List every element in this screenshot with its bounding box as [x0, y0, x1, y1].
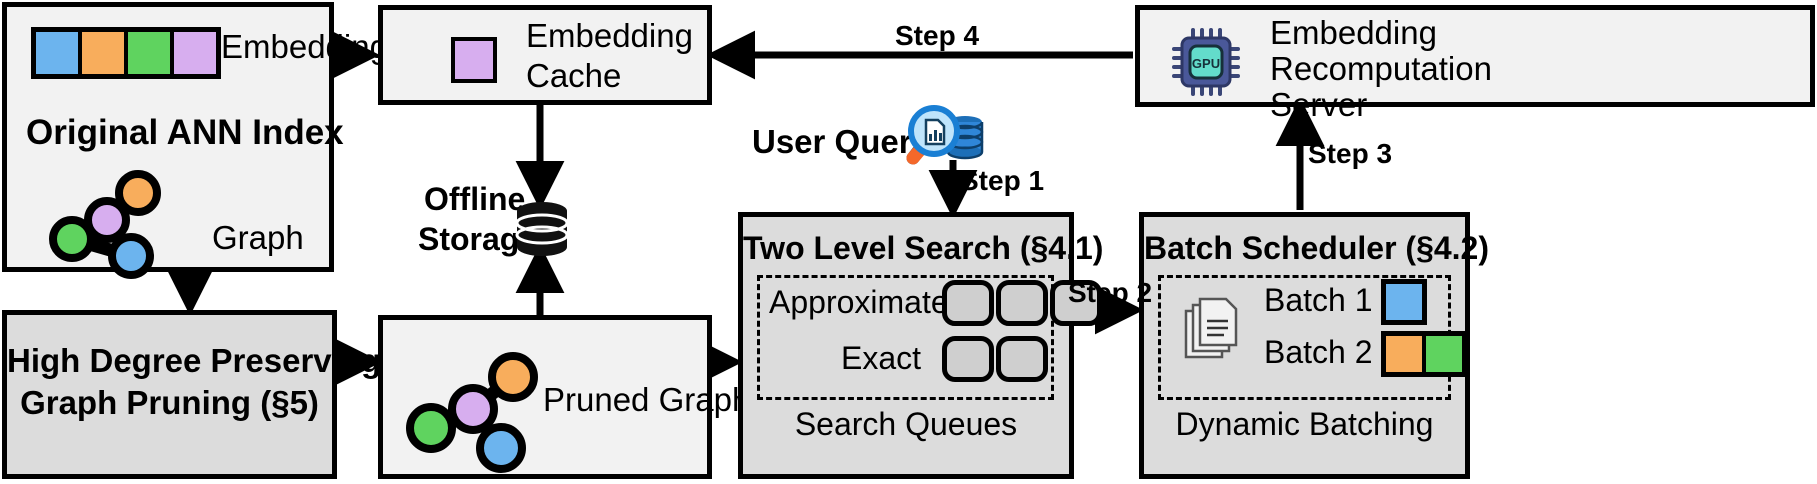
two-level-search-box: Two Level Search (§4.1) Approximate Exac…: [738, 212, 1104, 479]
batch-item-orange: [1386, 336, 1426, 372]
recomputation-server-box: GPU Embedding Recomputation Server: [1135, 5, 1815, 123]
two-level-search-title: Two Level Search (§4.1): [743, 230, 1104, 266]
batch-item-green: [1426, 336, 1462, 372]
graph-label: Graph: [212, 219, 304, 256]
embedding-cell-green: [128, 32, 174, 74]
recomputation-server-line2: Recomputation: [1270, 50, 1492, 87]
embedding-cache-box: Embedding Cache: [378, 5, 712, 105]
embedding-cell-purple: [174, 32, 216, 74]
batch-item-blue: [1386, 284, 1422, 320]
offline-storage-line2: Storage: [418, 221, 538, 257]
batch2-items: [1381, 331, 1467, 377]
pruned-graph-box: Pruned Graph: [378, 315, 750, 479]
gpu-icon: GPU: [1172, 28, 1240, 96]
pruned-graph-label: Pruned Graph: [543, 381, 751, 418]
embedding-cache-line2: Cache: [526, 57, 622, 94]
batch-scheduler-title: Batch Scheduler (§4.2): [1144, 230, 1489, 266]
recomputation-server-line1: Embedding: [1270, 14, 1437, 51]
offline-storage-line1: Offline: [424, 181, 526, 217]
embedding-cache-swatch: [451, 37, 497, 83]
queue-cell[interactable]: [942, 280, 994, 326]
original-ann-index-title: Original ANN Index: [26, 113, 344, 152]
batch2-label: Batch 2: [1264, 334, 1373, 370]
user-query-label: User Query: [752, 123, 930, 160]
graph-pruning-line1: High Degree Preserving: [7, 342, 382, 379]
batch1-items: [1381, 279, 1427, 325]
embedding-vector-icon: [31, 27, 221, 79]
graph-pruning-line2: Graph Pruning (§5): [20, 384, 319, 421]
approximate-queue-cells: [942, 280, 1102, 326]
embedding-cache-line1: Embedding: [526, 17, 693, 54]
svg-text:GPU: GPU: [1192, 56, 1220, 71]
graph-pruning-box: High Degree Preserving Graph Pruning (§5…: [2, 310, 382, 479]
embedding-label: Embedding: [221, 28, 388, 65]
search-queues-footer: Search Queues: [794, 406, 1018, 442]
batch1-label: Batch 1: [1264, 282, 1373, 318]
batch-scheduler-box: Batch Scheduler (§4.2) Batch 1 Batch 2 D…: [1139, 212, 1489, 479]
step-2-label: Step 2: [1068, 277, 1153, 308]
search-queues-group: [757, 275, 1054, 400]
queue-cell[interactable]: [996, 336, 1048, 382]
step-1-label: Step 1: [960, 165, 1045, 196]
recomputation-server-line3: Server: [1270, 86, 1368, 123]
embedding-cell-blue: [36, 32, 82, 74]
queue-cell[interactable]: [942, 336, 994, 382]
step-4-label: Step 4: [895, 20, 980, 51]
exact-label: Exact: [841, 340, 922, 376]
queue-cell[interactable]: [996, 280, 1048, 326]
step-3-label: Step 3: [1308, 138, 1393, 169]
exact-queue-cells: [942, 336, 1048, 382]
dynamic-batching-footer: Dynamic Batching: [1175, 406, 1434, 442]
approximate-label: Approximate: [769, 284, 949, 320]
queue-cell[interactable]: [1050, 280, 1102, 326]
original-ann-index-box: Embedding Original ANN Index Graph: [2, 2, 388, 279]
embedding-cell-orange: [82, 32, 128, 74]
